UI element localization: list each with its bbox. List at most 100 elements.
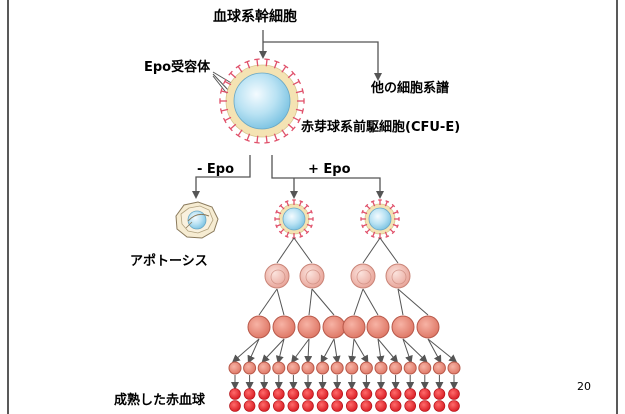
- cell-nucleus: [356, 269, 372, 285]
- cell-body: [342, 315, 366, 339]
- epo-receptor-head: [301, 88, 305, 94]
- cell-body: [257, 361, 271, 375]
- tree-line: [291, 338, 310, 364]
- epo-receptor: [389, 205, 394, 210]
- tree-line: [308, 288, 313, 316]
- epo-receptor-head: [310, 224, 313, 229]
- cell-body: [385, 263, 411, 289]
- epo-receptor: [273, 133, 278, 141]
- reticulocyte-4: [272, 361, 286, 375]
- red-blood-cell: [360, 400, 373, 412]
- epo-receptor: [298, 231, 302, 237]
- red-blood-cell: [375, 400, 387, 412]
- red-blood-cell: [258, 388, 271, 400]
- salmon-cell-6: [366, 315, 390, 339]
- epo-receptor-head: [219, 108, 223, 114]
- arrow-stem-to-other: [263, 41, 382, 81]
- red-blood-cell: [375, 388, 387, 400]
- epo-receptor: [276, 211, 282, 215]
- epo-receptor: [281, 129, 287, 136]
- red-blood-cell: [316, 400, 329, 412]
- epo-receptor: [295, 90, 303, 94]
- red-blood-cell: [345, 400, 358, 412]
- epo-receptor: [362, 223, 368, 227]
- red-blood-cell: [360, 388, 373, 400]
- epo-receptor: [230, 72, 237, 79]
- label-plus-epo: + Epo: [308, 162, 351, 177]
- reticulocyte-12: [389, 361, 403, 375]
- epo-receptor-head: [228, 70, 233, 76]
- epo-receptor: [392, 211, 398, 215]
- epo-receptor: [295, 108, 303, 112]
- epo-receptor-head: [228, 126, 233, 132]
- tree-line: [397, 288, 429, 316]
- tree-line: [311, 288, 335, 316]
- epo-receptor: [286, 201, 290, 207]
- red-blood-cell: [418, 388, 431, 400]
- red-blood-cell: [448, 400, 460, 412]
- tree-line: [231, 338, 260, 363]
- epo-receptor: [366, 228, 371, 233]
- tree-line: [304, 338, 313, 364]
- label-other-lineages: 他の細胞系譜: [371, 81, 450, 96]
- cell-body: [297, 315, 321, 339]
- pointer-line-1: [212, 71, 234, 85]
- label-apoptosis: アポトーシス: [130, 254, 208, 269]
- red-blood-cell: [389, 400, 402, 412]
- reticulocyte-15: [432, 361, 446, 375]
- cell-body: [416, 315, 440, 339]
- tree-line: [353, 338, 369, 364]
- salmon-cell-2: [272, 315, 296, 339]
- red-blood-cell: [229, 400, 241, 412]
- cell-nucleus: [270, 269, 286, 285]
- tree-line: [275, 338, 285, 364]
- cfu-e-cell-body: [219, 58, 305, 144]
- red-blood-cell: [272, 388, 285, 400]
- epo-receptor-head: [391, 230, 396, 235]
- pink-cell-4: [385, 263, 411, 289]
- tree-line: [362, 237, 381, 264]
- red-blood-cell: [331, 388, 344, 400]
- epo-receptor-head: [396, 224, 399, 229]
- epo-receptor-head: [385, 200, 390, 203]
- proliferation-tree: [228, 237, 461, 412]
- tree-line: [332, 338, 341, 364]
- epo-receptor: [384, 231, 388, 237]
- cell-body: [228, 361, 242, 375]
- cell-body: [389, 361, 403, 375]
- red-blood-cell: [316, 388, 329, 400]
- tree-line: [247, 338, 260, 364]
- epo-receptor: [292, 80, 300, 86]
- epo-receptor: [237, 66, 243, 73]
- tree-line: [293, 237, 313, 264]
- epo-receptor-head: [235, 133, 241, 138]
- epo-receptor: [303, 228, 308, 233]
- cell-body: [374, 361, 388, 375]
- cell-body: [403, 361, 417, 375]
- cell-body: [243, 361, 257, 375]
- epo-receptor-head: [254, 141, 260, 144]
- epo-receptor: [246, 61, 251, 69]
- pink-cell-1: [264, 263, 290, 289]
- tree-line: [320, 338, 335, 364]
- epo-receptor-head: [244, 138, 250, 142]
- epo-receptor: [280, 228, 285, 233]
- epo-receptor-head: [364, 203, 369, 208]
- cell-nucleus: [282, 207, 306, 231]
- tree-line: [376, 338, 385, 364]
- page-number: 20: [577, 380, 591, 393]
- salmon-cell-1: [247, 315, 271, 339]
- epo-receptor: [366, 205, 371, 210]
- red-blood-cell: [433, 388, 446, 400]
- salmon-cell-7: [391, 315, 415, 339]
- epo-receptor-head: [370, 200, 375, 203]
- epo-receptor: [287, 123, 294, 130]
- reticulocyte-6: [301, 361, 315, 375]
- tree-line: [379, 237, 399, 264]
- cell-body: [359, 361, 373, 375]
- red-blood-cell: [302, 388, 314, 400]
- salmon-cell-3: [297, 315, 321, 339]
- epo-receptor: [372, 231, 376, 237]
